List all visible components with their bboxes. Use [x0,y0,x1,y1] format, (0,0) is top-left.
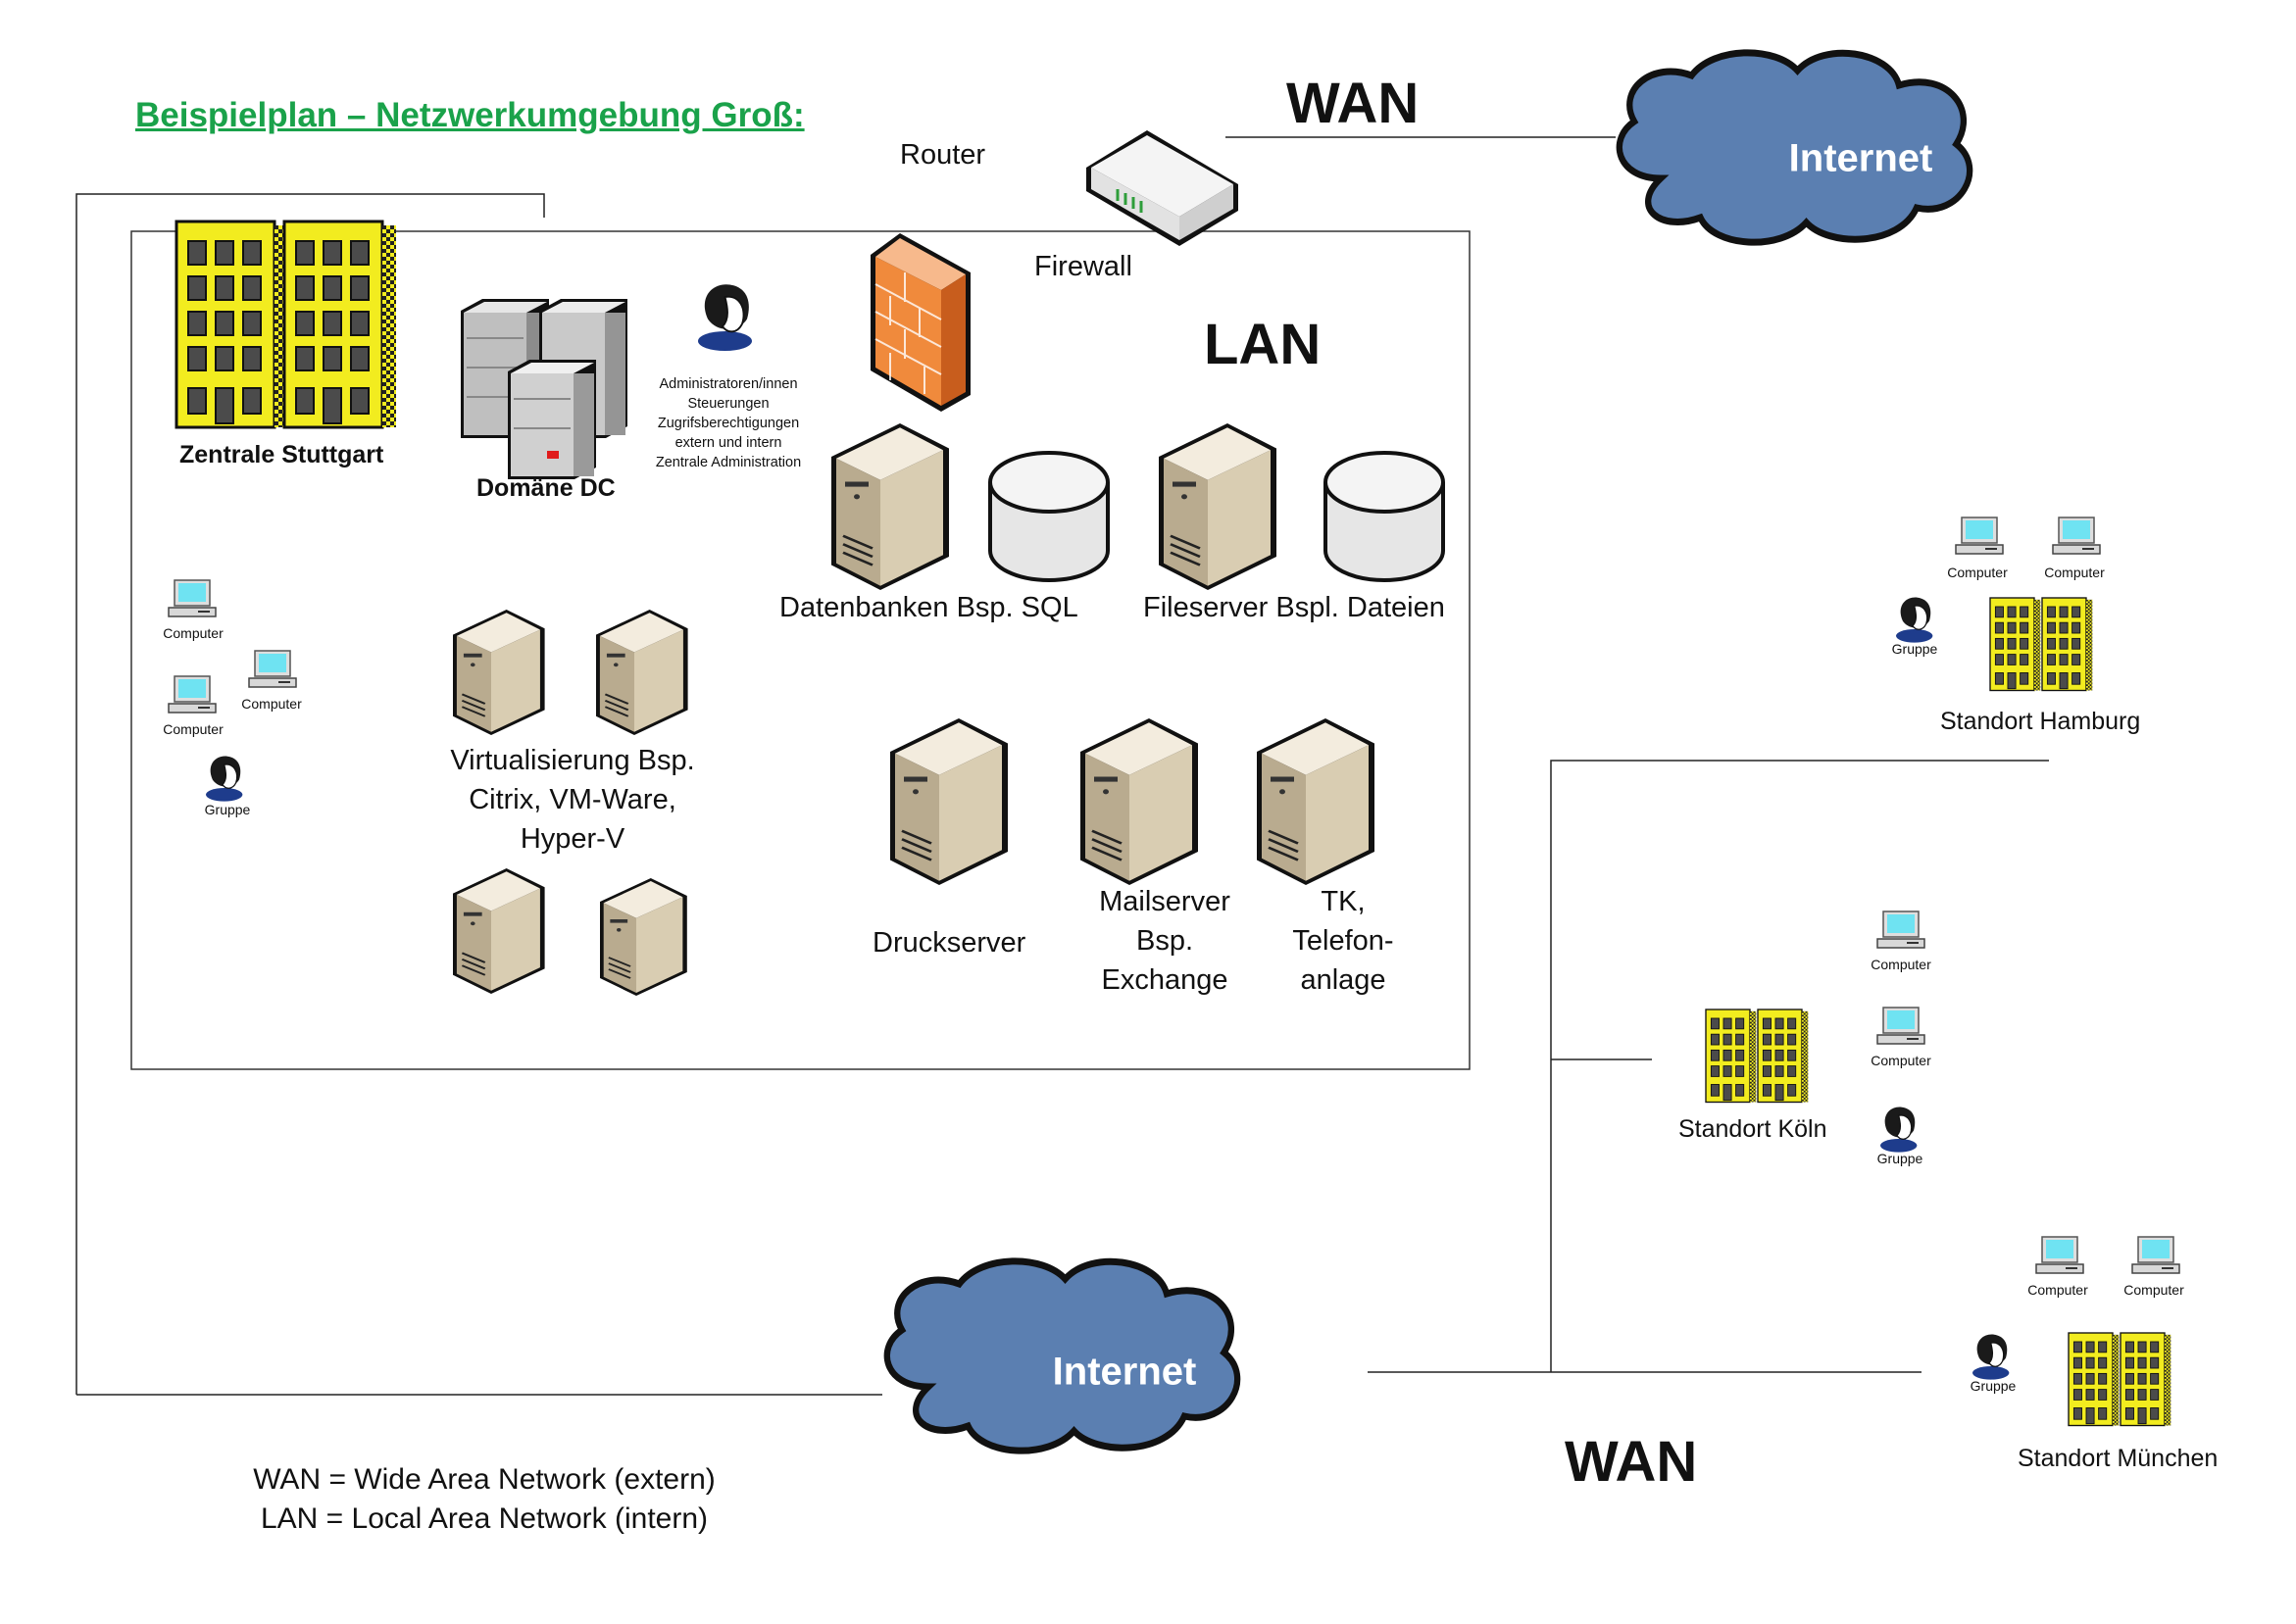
legend: WAN = Wide Area Network (extern) LAN = L… [253,1460,716,1539]
computer-label-muenchen-1: Computer [2027,1282,2088,1298]
building-icon-koeln-1 [1705,1009,1757,1104]
standort-koeln-label: Standort Köln [1678,1115,1827,1143]
internet-top-label: Internet [1788,136,1933,180]
tk-label: TK, Telefon- anlage [1292,886,1394,996]
computer-label-stuttgart-3: Computer [163,721,224,737]
virtualization-server-icon-2 [594,608,689,737]
building-icon-muenchen-1 [2068,1332,2120,1427]
legend-wan: WAN = Wide Area Network (extern) [253,1463,716,1496]
legend-lan: LAN = Local Area Network (intern) [260,1502,709,1535]
computer-icon-koeln-1 [1876,910,1925,949]
computer-label-koeln-1: Computer [1871,957,1931,972]
computer-label-hamburg-2: Computer [2044,565,2105,580]
building-icon-stuttgart-1 [175,220,290,429]
computer-icon-stuttgart-3 [168,675,217,714]
computer-icon-muenchen-1 [2035,1236,2084,1274]
computer-icon-stuttgart-1 [168,579,217,617]
building-icon-koeln-2 [1757,1009,1809,1104]
computer-icon-koeln-2 [1876,1007,1925,1045]
db-server-icon [829,421,951,592]
mailserver-label: Mailserver Bsp. Exchange [1099,886,1230,996]
standort-muenchen-label: Standort München [2018,1445,2219,1472]
router-icon [1086,130,1238,246]
wan-bottom-label: WAN [1565,1430,1698,1494]
standort-hamburg-label: Standort Hamburg [1940,708,2141,735]
wan-top-label: WAN [1286,72,1420,135]
group-icon-muenchen [1972,1333,2011,1381]
wan-line-left [75,193,545,1395]
group-label-hamburg: Gruppe [1891,641,1938,657]
druckserver-label: Druckserver [873,927,1026,959]
print-server-icon [888,716,1010,887]
file-server-icon [1157,421,1278,592]
router-label: Router [900,139,986,171]
admin-note: Administratoren/innen Steuerungen Zugrif… [655,376,802,470]
building-icon-stuttgart-2 [282,220,398,429]
admin-person-icon [697,283,753,352]
computer-label-muenchen-2: Computer [2123,1282,2184,1298]
mail-server-icon [1078,716,1200,887]
building-icon-hamburg-2 [2041,597,2093,692]
computer-label-stuttgart-2: Computer [241,696,302,712]
computer-icon-stuttgart-2 [248,650,297,688]
virtualization-server-icon-4 [598,876,688,998]
connection-lines [75,136,2049,1396]
computer-label-stuttgart-1: Computer [163,625,224,641]
page-title: Beispielplan – Netzwerkumgebung Groß: [135,96,805,134]
virtualization-server-icon-3 [451,866,546,996]
dc-server-cluster-icon [461,299,627,479]
tk-server-icon [1255,716,1376,887]
internet-bottom-label: Internet [1052,1350,1197,1394]
virtualisierung-label: Virtualisierung Bsp. Citrix, VM-Ware, Hy… [450,745,695,855]
group-label-koeln: Gruppe [1876,1151,1923,1166]
group-icon-stuttgart [205,755,244,803]
lan-boundary [130,230,1471,1070]
group-label-muenchen: Gruppe [1970,1378,2017,1394]
database-icon-1 [988,451,1110,582]
lan-label: LAN [1204,313,1322,376]
database-icon-2 [1323,451,1445,582]
group-icon-koeln [1879,1106,1919,1154]
computer-label-hamburg-1: Computer [1947,565,2008,580]
building-icon-muenchen-2 [2120,1332,2171,1427]
computer-icon-hamburg-2 [2052,517,2101,555]
computer-icon-hamburg-1 [1955,517,2004,555]
zentrale-label: Zentrale Stuttgart [179,441,384,468]
computer-icon-muenchen-2 [2131,1236,2180,1274]
domaene-label: Domäne DC [476,474,616,502]
group-icon-hamburg [1895,596,1934,644]
fileserver-label: Fileserver Bspl. Dateien [1143,592,1445,623]
firewall-label: Firewall [1034,251,1132,282]
building-icon-hamburg-1 [1989,597,2041,692]
datenbanken-label: Datenbanken Bsp. SQL [779,592,1078,623]
virtualization-server-icon-1 [451,608,546,737]
firewall-icon [871,233,971,412]
computer-label-koeln-2: Computer [1871,1053,1931,1068]
group-label-stuttgart: Gruppe [204,802,251,817]
